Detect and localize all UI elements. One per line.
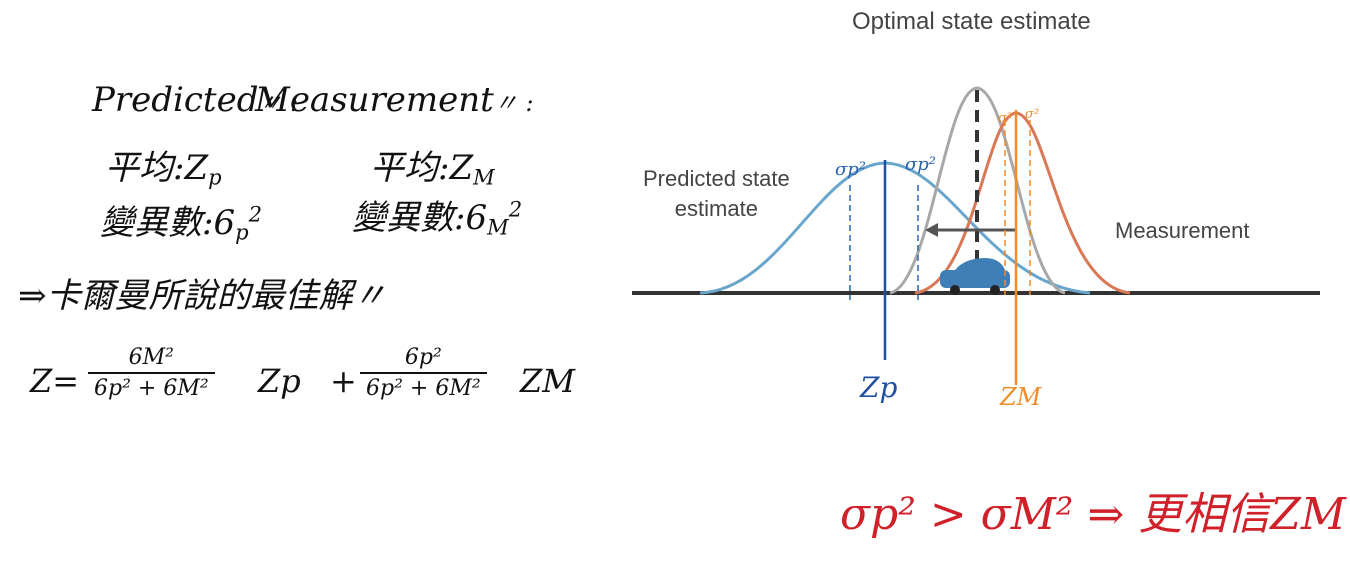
predicted-state-label: Predicted state estimate: [643, 166, 790, 221]
shift-arrow-head: [925, 223, 938, 237]
fraction-measurement-weight: 6M² 6p² + 6M²: [88, 345, 215, 401]
zp-label: Zp: [859, 371, 897, 404]
predicted-curve: [699, 161, 1091, 295]
predicted-mean: 平均:Zp: [105, 148, 222, 190]
optimal-curve: [889, 86, 1066, 295]
measurement-label: Measurement: [1115, 218, 1250, 243]
predicted-heading: Predicted〃 :: [92, 80, 299, 120]
sigma-m-right-label: σ²: [1025, 107, 1039, 122]
conclusion-annotation: σp² > σM² ⇒ 更相信ZM: [840, 489, 1346, 540]
formula-zp-term: Zp: [258, 362, 301, 400]
sigma-p-left-label: σp²: [835, 159, 866, 180]
formula-zm-term: ZM: [520, 362, 575, 400]
measurement-mean: 平均:ZM: [370, 148, 495, 190]
sigma-m-left-label: σ²: [998, 111, 1012, 126]
formula-plus: +: [330, 362, 357, 400]
formula-lhs: Z=: [30, 362, 80, 400]
sigma-p-right-label: σp²: [905, 154, 936, 175]
fraction-predicted-weight: 6p² 6p² + 6M²: [360, 345, 487, 401]
measurement-variance: 變異數:6M2: [352, 196, 523, 240]
kalman-conclusion: ⇒卡爾曼所說的最佳解〃: [18, 276, 387, 316]
zm-label: ZM: [999, 383, 1043, 411]
diagram-title: Optimal state estimate: [852, 8, 1091, 35]
predicted-variance: 變異數:6p2: [100, 201, 263, 245]
car-icon: [940, 258, 1010, 295]
measurement-heading: Measurement〃 :: [255, 80, 534, 120]
